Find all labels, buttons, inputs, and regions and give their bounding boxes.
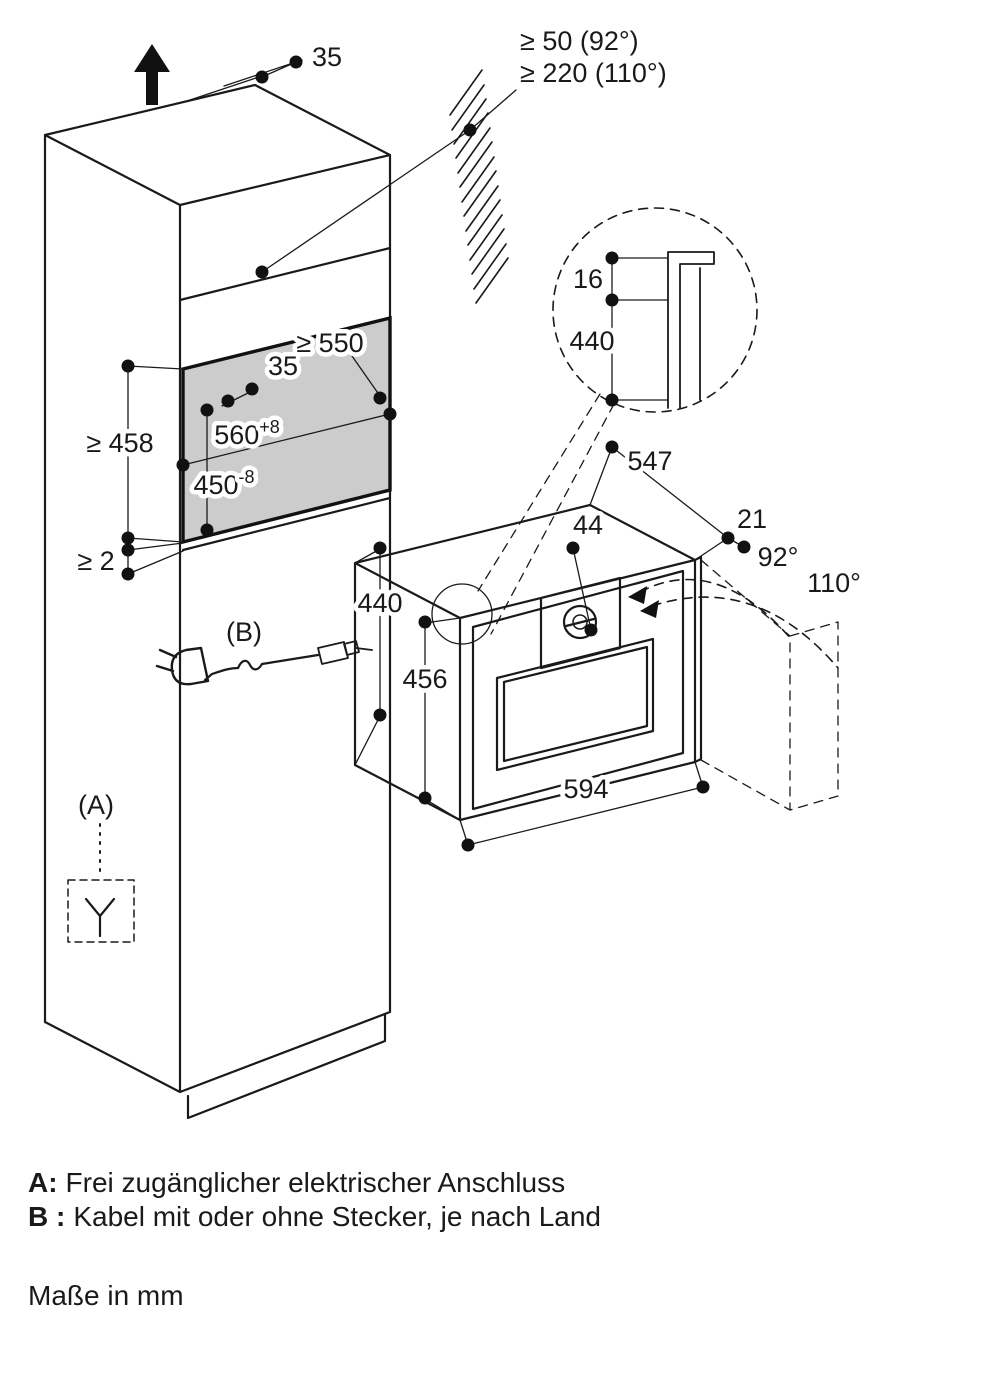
legend-line-b: B : Kabel mit oder ohne Stecker, je nach … [28,1201,601,1232]
niche-height-sup: -8 [239,467,255,487]
detail-wedge-lines [477,393,615,635]
niche-dimension-lines [127,355,391,575]
dot [605,293,619,307]
appliance-dimension-lines [354,446,745,846]
dot [584,623,598,637]
legend-a-prefix: A: [28,1167,58,1198]
direction-arrow-icon [134,44,170,105]
dim-detail-height-label: 440 [569,326,614,356]
swing-arc-92 [639,578,793,641]
dim-appliance-height-front-label: 456 [402,664,447,694]
dim-niche-min-height-label: ≥ 458 [86,428,153,458]
power-plug-icon [155,646,210,686]
niche-height-main: 450 [193,470,238,500]
dim-detail-gap-label: 16 [573,264,603,294]
dim-niche-width-label: 560+8 [214,417,280,450]
plug-cable [203,653,320,682]
dot [255,265,269,279]
dot [737,540,751,554]
dot [461,838,475,852]
control-knob-icon [562,604,598,640]
dot [255,70,269,84]
dot [121,543,135,557]
legend-b-prefix: B : [28,1201,65,1232]
dot [418,615,432,629]
appliance [353,503,703,822]
cable-connector [317,640,373,665]
dot [605,440,619,454]
dot [176,458,190,472]
dimension-dots [121,55,751,852]
dot [696,780,710,794]
dot [245,382,259,396]
niche-width-main: 560 [214,420,259,450]
dot [605,393,619,407]
dot [373,391,387,405]
door-swing [628,559,839,811]
swing-arrowhead-icon [640,600,659,618]
callout-b-label: (B) [226,617,262,647]
swing-arrowhead-icon [628,586,647,604]
dim-door-gap-label: 21 [737,504,767,534]
niche-width-sup: +8 [259,417,280,437]
dim-door-angle-92-label: 92° [758,542,799,572]
socket-dashed-box [67,879,135,943]
detail-circle [552,207,758,413]
power-cord [155,640,373,686]
dim-appliance-width-label: 594 [563,774,608,804]
dot [373,708,387,722]
dot [121,359,135,373]
appliance-outline [353,503,703,822]
dim-wall-clearance-92-label: ≥ 50 (92°) [520,26,639,56]
panel-profile [667,251,715,409]
dot [463,123,477,137]
dim-control-height-label: 44 [573,510,603,540]
dot [121,531,135,545]
dot [200,403,214,417]
dim-top-offset-label: 35 [312,42,342,72]
door-open-outline [700,559,839,811]
dot [721,531,735,545]
socket-callout [67,823,135,943]
dot [566,541,580,555]
dot [121,567,135,581]
dot [200,523,214,537]
legend-line-a: A: Frei zugänglicher elektrischer Anschlu… [28,1167,565,1198]
dim-niche-offset-label: 35 [268,351,298,381]
dim-niche-depth-label: ≥ 550 [296,328,363,358]
dim-door-angle-110-label: 110° [807,568,861,598]
dot [383,407,397,421]
detail-balloon [431,207,758,645]
socket-symbol-icon [84,897,116,938]
callout-a-label: (A) [78,790,114,820]
dim-bottom-gap-label: ≥ 2 [77,546,114,576]
dim-appliance-height-back-label: 440 [357,588,402,618]
swing-arc-110 [651,596,839,669]
dot [221,394,235,408]
dot [373,541,387,555]
legend-b-text: Kabel mit oder ohne Stecker, je nach Lan… [73,1201,601,1232]
detail-source-circle [431,583,493,645]
cabinet-outline [43,83,392,1120]
niche-opening [181,315,392,545]
detail-dimension-lines [611,257,669,401]
dim-wall-clearance-110-label: ≥ 220 (110°) [520,58,667,88]
cabinet [43,44,392,1120]
dot [418,791,432,805]
legend-a-text: Frei zugänglicher elektrischer Anschluss [66,1167,566,1198]
dim-appliance-depth-label: 547 [627,446,672,476]
legend: A: Frei zugänglicher elektrischer Anschlu… [28,1167,601,1311]
dot [605,251,619,265]
dot [289,55,303,69]
control-knob-center [572,614,588,630]
units-note: Maße in mm [28,1280,184,1311]
